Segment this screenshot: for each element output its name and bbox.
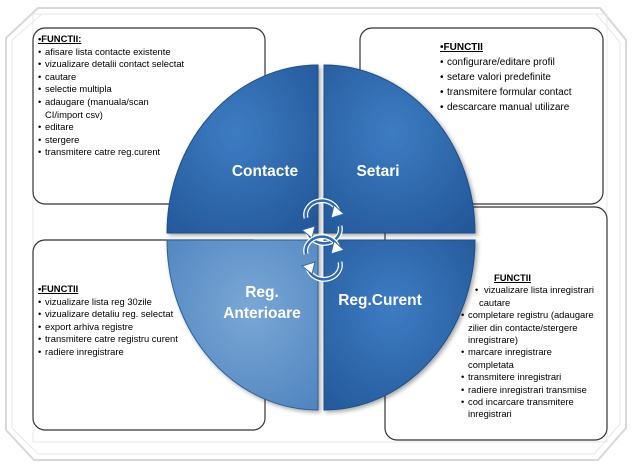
list-item: vizualizare lista reg 30zile bbox=[38, 296, 198, 309]
list-item-continuation: CI/import csv) bbox=[45, 108, 103, 120]
list-item-continuation: zilier din contacte/stergere bbox=[468, 321, 578, 333]
box-reg-curent-header: FUNCTII bbox=[494, 272, 531, 283]
list-item: stergere bbox=[38, 134, 188, 147]
list-item: cod incarcare transmitere bbox=[461, 396, 611, 409]
label-reg-curent: Reg.Curent bbox=[338, 292, 422, 309]
list-item: transmitere catre registru curent bbox=[38, 333, 198, 346]
list-item-continuation: completata bbox=[468, 358, 514, 370]
box-setari-header: •FUNCTII bbox=[440, 42, 483, 53]
box-setari: •FUNCTII configurare/editare profil seta… bbox=[440, 40, 590, 115]
list-item: cautare bbox=[38, 71, 188, 84]
list-item: afisare lista contacte existente bbox=[38, 46, 188, 59]
list-item: radiere inregistrare bbox=[38, 346, 198, 359]
quadrant-reg-curent bbox=[323, 239, 476, 411]
quadrant-reg-anterioare bbox=[166, 239, 319, 411]
box-setari-list: configurare/editare profil setare valori… bbox=[440, 55, 590, 115]
list-item: transmitere inregistrari bbox=[461, 371, 611, 384]
list-item: configurare/editare profil bbox=[440, 55, 590, 70]
box-contacte-list: afisare lista contacte existente vizuali… bbox=[38, 46, 188, 159]
box-reg-anterioare-header: •FUNCTII bbox=[38, 283, 79, 294]
list-item: selectie multipla bbox=[38, 83, 188, 96]
list-item: adaugare (manuala/scan bbox=[38, 96, 188, 109]
box-contacte: •FUNCTII: afisare lista contacte existen… bbox=[38, 33, 188, 159]
box-reg-anterioare-list: vizualizare lista reg 30zile vizualizare… bbox=[38, 296, 198, 359]
list-item-continuation: inregistrari bbox=[468, 408, 512, 420]
list-item-continuation: inregistrare) bbox=[468, 334, 519, 346]
list-item: descarcare manual utilizare bbox=[440, 100, 590, 115]
list-item: setare valori predefinite bbox=[440, 70, 590, 85]
quadrant-contacte bbox=[166, 64, 319, 234]
list-item: completare registru (adaugare bbox=[461, 309, 611, 322]
box-reg-curent-list: vizualizare lista inregistrari cautare c… bbox=[461, 284, 611, 420]
box-reg-anterioare: •FUNCTII vizualizare lista reg 30zile vi… bbox=[38, 283, 198, 359]
list-item: export arhiva registre bbox=[38, 321, 198, 334]
label-contacte: Contacte bbox=[232, 163, 299, 180]
box-contacte-header: •FUNCTII: bbox=[38, 33, 82, 44]
cycle-arrow-icon bbox=[300, 234, 345, 282]
list-item: radiere inregistrari transmise bbox=[461, 384, 611, 397]
label-reg-anterioare-line1: Reg. bbox=[245, 284, 279, 301]
quadrant-setari bbox=[323, 64, 476, 234]
outer-frame-inner bbox=[11, 13, 621, 455]
box-reg-curent: FUNCTII vizualizare lista inregistrari c… bbox=[461, 272, 611, 421]
label-reg-anterioare-line2: Anterioare bbox=[223, 305, 301, 322]
list-item: vizualizare detaliu reg. selectat bbox=[38, 308, 198, 321]
list-item: vizualizare lista inregistrari bbox=[461, 284, 611, 297]
list-item: vizualizare detalii contact selectat bbox=[38, 58, 188, 71]
label-setari: Setari bbox=[356, 163, 399, 180]
list-item: transmitere formular contact bbox=[440, 85, 590, 100]
list-item: transmitere catre reg.curent bbox=[38, 146, 188, 159]
list-item-continuation: cautare bbox=[479, 296, 511, 308]
cycle-arrow-icon bbox=[300, 198, 345, 246]
list-item: editare bbox=[38, 121, 188, 134]
list-item: marcare inregistrare bbox=[461, 346, 611, 359]
